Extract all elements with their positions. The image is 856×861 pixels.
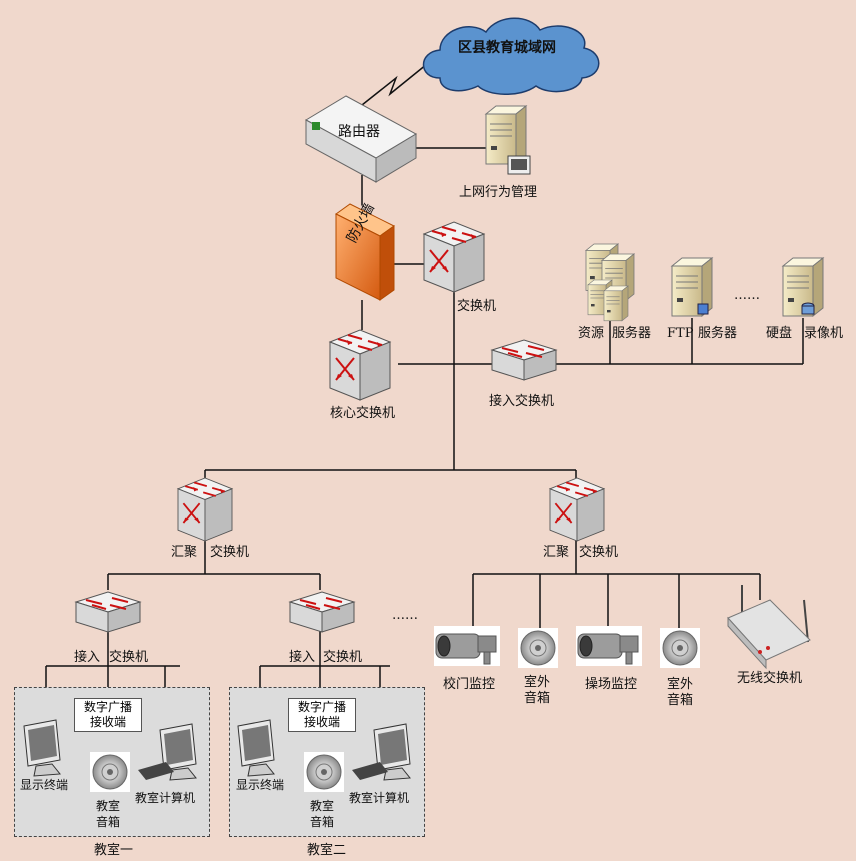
cloud-label: 区县教育城域网 [458,40,556,56]
gate-camera-label: 校门监控 [443,677,496,692]
classroom-2-speaker-label-b: 音箱 [310,815,335,829]
agg-right-label-a: 汇聚 [543,545,570,560]
router-label: 路由器 [338,124,380,140]
resource-server-label-b: 服务器 [612,326,652,341]
mid-ellipsis: …… [392,608,418,623]
ftp-server-label-a: FTP [667,326,694,341]
agg-left-label-a: 汇聚 [171,545,198,560]
classroom-2-computer-label: 教室计算机 [349,791,410,805]
classroom-2-name: 教室二 [307,843,347,858]
classroom-1-broadcast-receiver: 数字广播 接收端 [74,698,142,732]
classroom-1-keyboard-icon [138,762,174,780]
agg-left-label-b: 交换机 [210,545,250,560]
nvr-label-b: 录像机 [804,326,844,341]
cloud-icon [422,17,600,95]
switch-top-label: 交换机 [457,299,497,314]
wireless-switch-icon [727,585,811,670]
access-switch-server-label: 接入交换机 [489,394,555,409]
wireless-switch-label: 无线交换机 [737,671,803,686]
classroom-2-broadcast-label-b: 接收端 [303,715,340,729]
access-mid-label-b: 交换机 [323,650,363,665]
firewall-icon [335,203,395,301]
classroom-1-display-icon [23,719,61,777]
outdoor-speaker-1-label-a: 室外 [524,675,551,690]
classroom-2-speaker-icon [303,751,345,793]
agg-left-bus [108,540,320,575]
ftp-server-label-b: 服务器 [698,326,738,341]
agg-right-label-b: 交换机 [579,545,619,560]
classroom-2-keyboard-icon [352,762,388,780]
server-ellipsis: …… [734,288,760,303]
link-agg-drops [204,470,577,478]
access-mid-label-a: 接入 [289,650,316,665]
classroom-2-display-icon [237,719,275,777]
classroom-1-display-label: 显示终端 [20,778,69,792]
outdoor-speaker-2-label-a: 室外 [667,677,694,692]
agg-left-drops [107,574,321,590]
classroom-1-broadcast-label-b: 接收端 [89,715,126,729]
connection-lines [45,147,804,752]
classroom-2-display-label: 显示终端 [236,778,285,792]
agg-right-bus [473,540,760,575]
access-left-label-a: 接入 [74,650,101,665]
core-switch-label: 核心交换机 [330,406,396,421]
router-icon [304,95,418,183]
outdoor-speaker-2-label-b: 音箱 [667,693,694,708]
outdoor-speaker-1-label-b: 音箱 [524,691,551,706]
classroom-2-broadcast-label-a: 数字广播 [297,700,346,714]
nvr-label-a: 硬盘 [766,326,793,341]
classroom-1-computer-label: 教室计算机 [135,791,196,805]
classroom-2-broadcast-receiver: 数字广播 接收端 [288,698,356,732]
classroom-1-speaker-label-b: 音箱 [96,815,121,829]
resource-server-label-a: 资源 [578,326,605,341]
ftp-server-icon [671,257,713,317]
playground-camera-label: 操场监控 [585,677,638,692]
access-left-label-b: 交换机 [109,650,149,665]
behavior-mgmt-label: 上网行为管理 [459,185,538,200]
wan-link-bolt [361,59,433,106]
agg-right-drops [472,574,761,630]
nvr-icon [782,257,824,317]
classroom-2-speaker-label-a: 教室 [310,799,335,813]
classroom-1-name: 教室一 [94,843,134,858]
classroom-1-speaker-label-a: 教室 [96,799,121,813]
classroom-1-broadcast-label-a: 数字广播 [83,700,132,714]
behavior-server-icon [485,105,531,175]
classroom-1-speaker-icon [89,751,131,793]
link-server-drops [609,318,804,364]
